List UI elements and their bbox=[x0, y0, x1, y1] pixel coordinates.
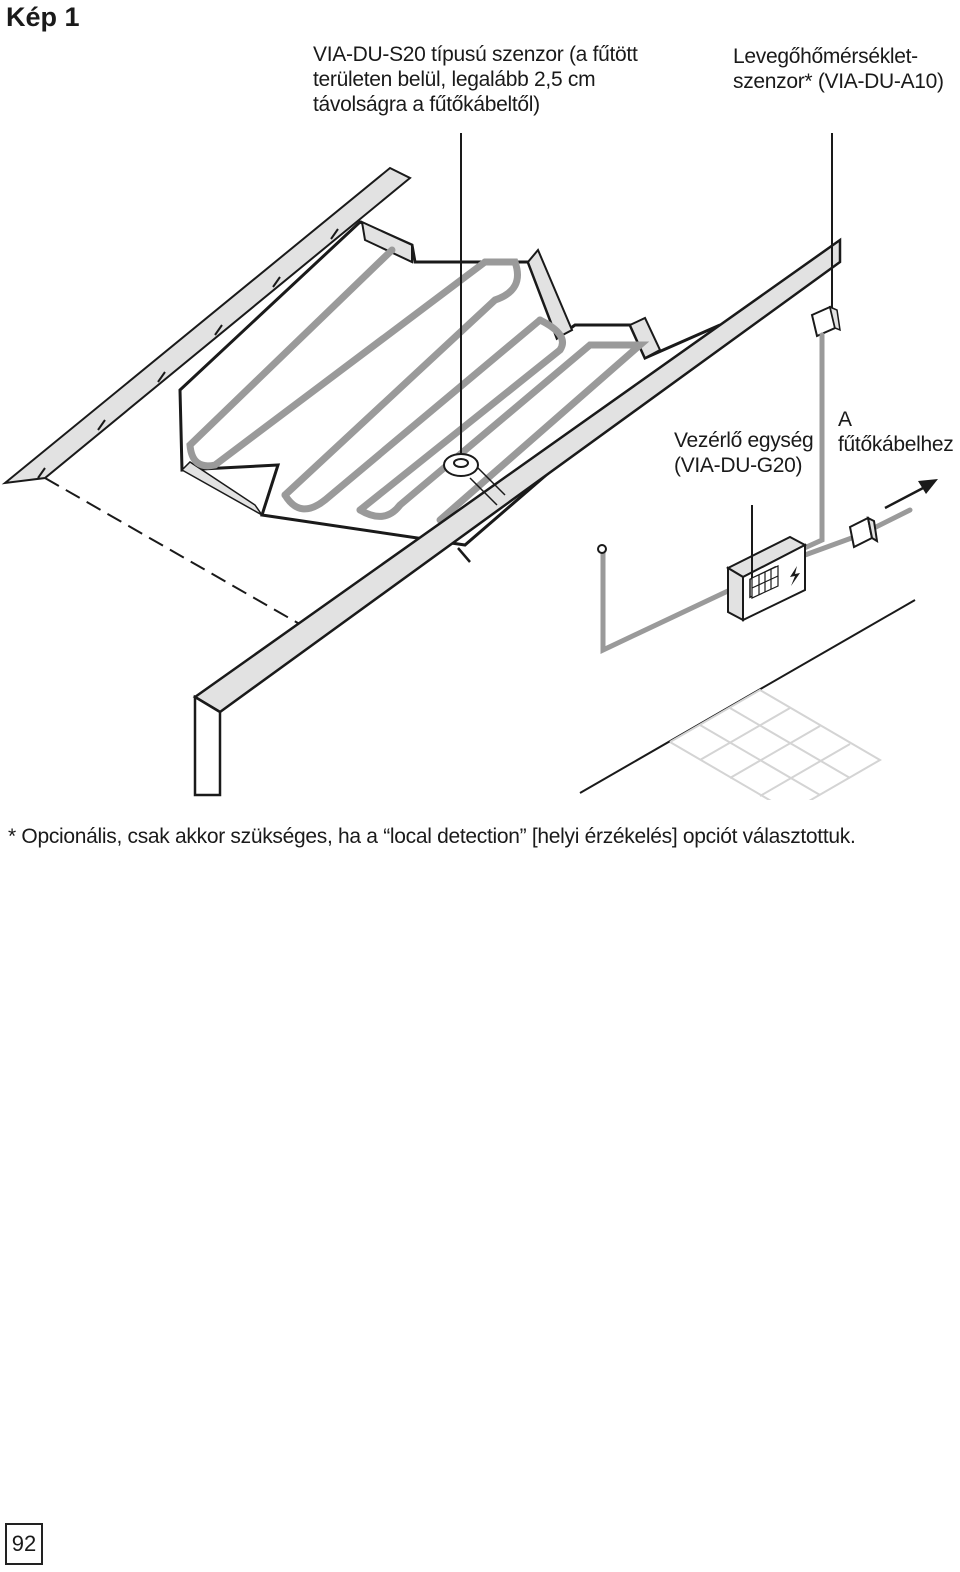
controller-keypad bbox=[751, 565, 779, 599]
air-sensor-label-line-2: szenzor* (VIA-DU-A10) bbox=[733, 70, 944, 93]
heating-cable-loops bbox=[186, 246, 650, 524]
installation-diagram bbox=[1, 133, 938, 800]
tile-grid bbox=[669, 688, 882, 800]
heating-cable-label-line-1: A bbox=[838, 408, 852, 431]
junction-box bbox=[848, 516, 879, 549]
footnote: * Opcionális, csak akkor szükséges, ha a… bbox=[8, 825, 856, 848]
lightning-bolt-icon bbox=[790, 566, 800, 586]
controller-label-line-1: Vezérlő egység bbox=[674, 429, 814, 452]
dashed-boundary bbox=[44, 477, 311, 631]
heating-cable-label: A fűtőkábelhez bbox=[838, 407, 960, 457]
controller-label-line-2: (VIA-DU-G20) bbox=[674, 454, 803, 477]
ground-sensor-label: VIA-DU-S20 típusú szenzor (a fűtött terü… bbox=[313, 42, 673, 117]
air-sensor-label-line-1: Levegőhőmérséklet- bbox=[733, 45, 918, 68]
page-number: 92 bbox=[5, 1523, 43, 1565]
figure-title: Kép 1 bbox=[6, 2, 80, 32]
ground-sensor-label-line-1: VIA-DU-S20 típusú szenzor (a fűtött bbox=[313, 43, 638, 66]
arrow-right-icon bbox=[884, 479, 938, 510]
air-sensor bbox=[810, 133, 841, 338]
controller-unit bbox=[725, 505, 808, 622]
heating-cable-label-line-2: fűtőkábelhez bbox=[838, 433, 954, 456]
ground-sensor-label-line-3: távolságra a fűtőkábeltől) bbox=[313, 93, 540, 116]
air-sensor-label: Levegőhőmérséklet- szenzor* (VIA-DU-A10) bbox=[733, 44, 960, 94]
cable-end bbox=[597, 544, 607, 554]
wall-slab bbox=[192, 237, 842, 797]
controller-label: Vezérlő egység (VIA-DU-G20) bbox=[674, 428, 824, 478]
upper-curb bbox=[1, 166, 412, 485]
ground-sensor bbox=[443, 133, 506, 506]
ground-sensor-label-line-2: területen belül, legalább 2,5 cm bbox=[313, 68, 596, 91]
